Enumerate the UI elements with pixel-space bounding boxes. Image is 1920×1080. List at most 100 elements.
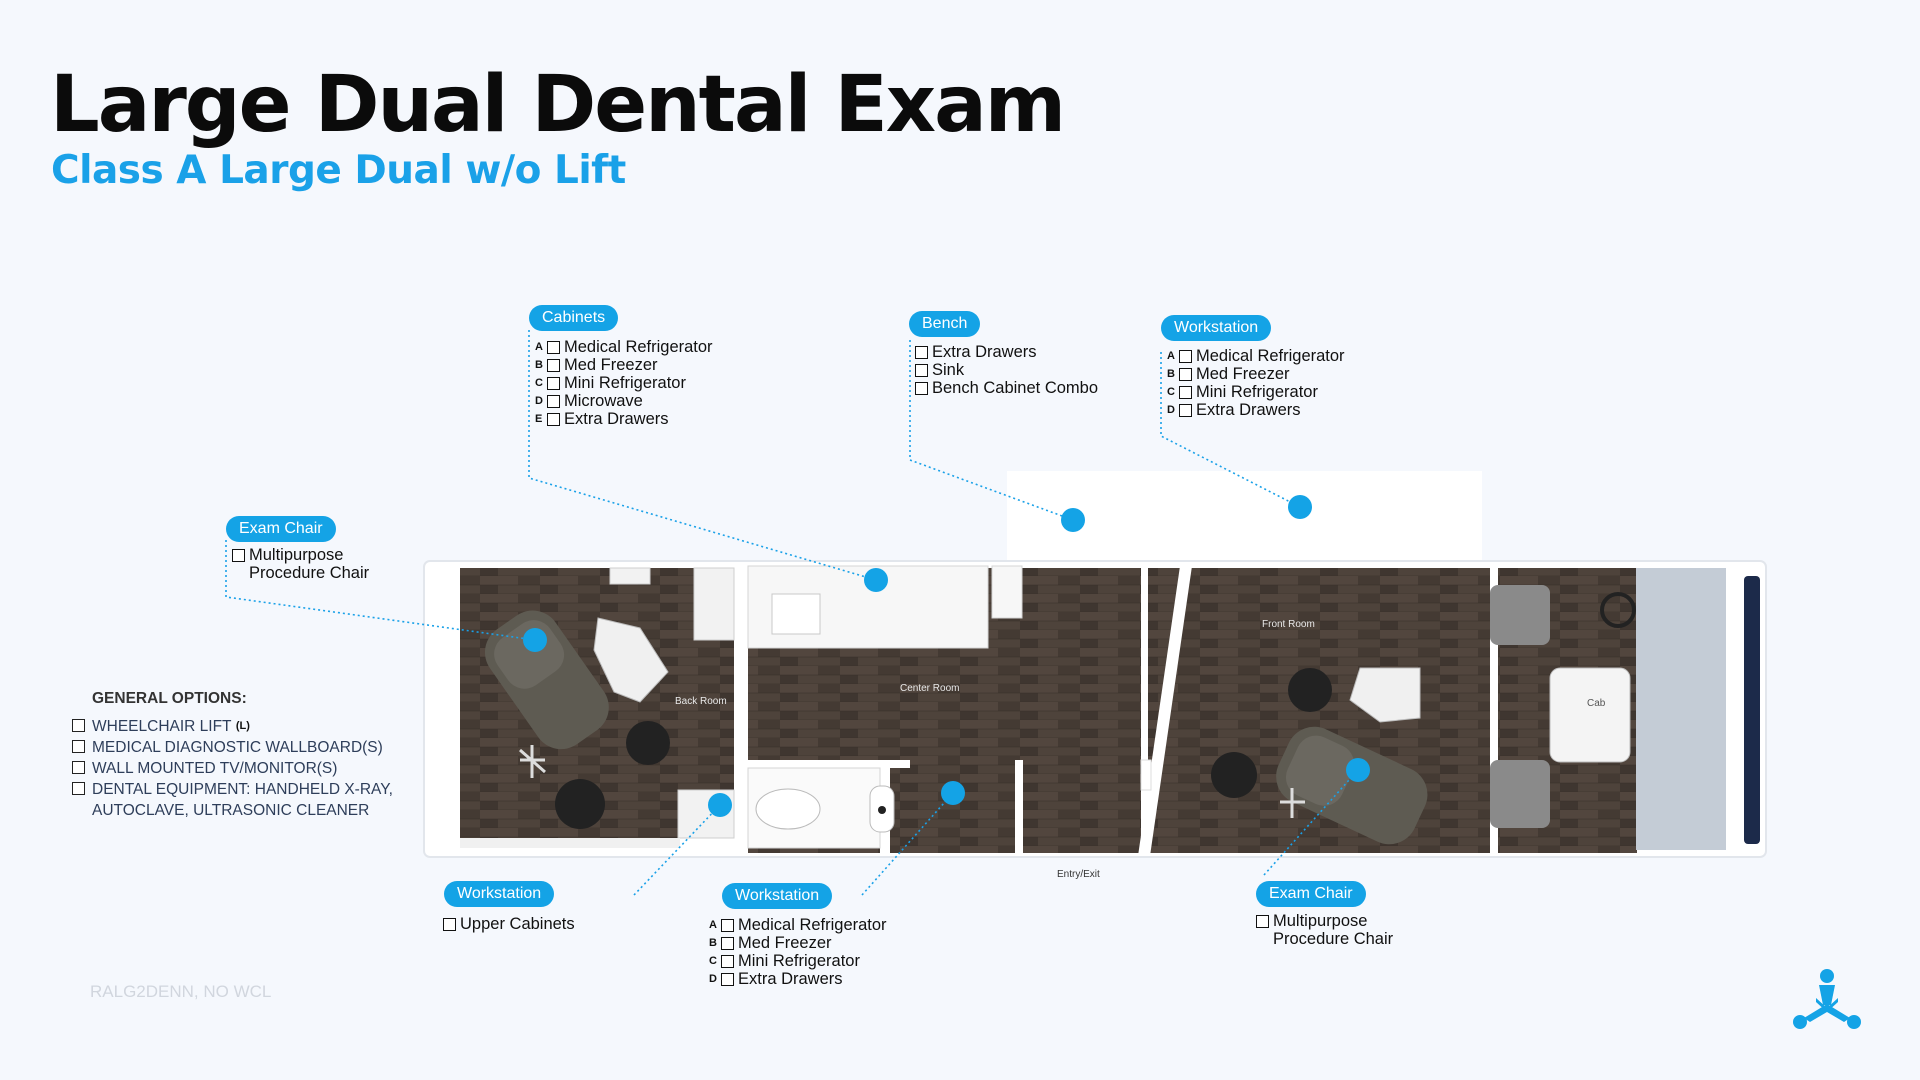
toilet <box>755 788 821 830</box>
general-options: GENERAL OPTIONS: WHEELCHAIR LIFT (L) MED… <box>72 690 393 821</box>
option-row[interactable]: Multipurpose <box>1256 912 1393 930</box>
wall <box>745 760 910 768</box>
general-option-row[interactable]: MEDICAL DIAGNOSTIC WALLBOARD(S) <box>72 737 393 758</box>
general-option-text: MEDICAL DIAGNOSTIC WALLBOARD(S) <box>92 739 383 756</box>
checkbox-icon[interactable] <box>915 363 928 377</box>
callout-label-workstation-top[interactable]: Workstation <box>1161 315 1272 341</box>
general-option-row[interactable]: WHEELCHAIR LIFT (L) <box>72 716 393 737</box>
connector-workstation-left <box>633 804 721 896</box>
option-row[interactable]: C Mini Refrigerator <box>535 374 713 392</box>
slideout-box <box>1007 471 1482 563</box>
wall <box>1015 760 1023 855</box>
general-option-text-continued: AUTOCLAVE, ULTRASONIC CLEANER <box>92 802 370 819</box>
callout-label-workstation-left[interactable]: Workstation <box>444 881 555 907</box>
exam-chair-left-options: Multipurpose Procedure Chair <box>232 546 369 582</box>
option-letter: C <box>535 377 543 389</box>
option-letter: A <box>1167 350 1175 362</box>
option-text: Multipurpose <box>1273 912 1368 930</box>
checkbox-icon[interactable] <box>72 761 85 774</box>
counter <box>693 567 735 641</box>
checkbox-icon[interactable] <box>547 358 560 372</box>
checkbox-icon[interactable] <box>915 381 928 395</box>
option-text: Multipurpose <box>249 546 344 564</box>
checkbox-icon[interactable] <box>443 917 456 931</box>
option-row[interactable]: Sink <box>915 361 1098 379</box>
option-row[interactable]: Upper Cabinets <box>443 915 575 933</box>
checkbox-icon[interactable] <box>1179 403 1192 417</box>
checkbox-icon[interactable] <box>72 719 85 732</box>
option-row[interactable]: Extra Drawers <box>915 343 1098 361</box>
option-letter: B <box>1167 368 1175 380</box>
checkbox-icon[interactable] <box>721 918 734 932</box>
checkbox-icon[interactable] <box>547 412 560 426</box>
exam-chair-right-graphic <box>1276 726 1428 845</box>
option-text-continued: Procedure Chair <box>1273 930 1394 948</box>
checkbox-icon[interactable] <box>1179 385 1192 399</box>
page-subtitle: Class A Large Dual w/o Lift <box>51 148 626 193</box>
option-row[interactable]: C Mini Refrigerator <box>1167 383 1345 401</box>
checkbox-icon[interactable] <box>547 340 560 354</box>
room-label-cab: Cab <box>1587 698 1606 709</box>
general-options-heading: GENERAL OPTIONS: <box>92 690 247 707</box>
general-option-row[interactable]: WALL MOUNTED TV/MONITOR(S) <box>72 758 393 779</box>
cab-seat <box>1490 760 1550 828</box>
general-option-text: DENTAL EQUIPMENT: HANDHELD X-RAY, <box>92 781 393 798</box>
option-text: Mini Refrigerator <box>1196 383 1318 401</box>
option-text: Extra Drawers <box>738 970 843 988</box>
steering-wheel <box>1600 592 1636 628</box>
checkbox-icon[interactable] <box>72 782 85 795</box>
option-letter: C <box>709 955 717 967</box>
callout-label-workstation-mid[interactable]: Workstation <box>722 883 833 909</box>
checkbox-icon[interactable] <box>721 954 734 968</box>
room-label-front: Front Room <box>1262 619 1315 630</box>
callout-label-exam-chair-left[interactable]: Exam Chair <box>226 516 336 542</box>
option-text: Medical Refrigerator <box>1196 347 1345 365</box>
option-letter: A <box>709 919 717 931</box>
option-row[interactable]: A Medical Refrigerator <box>535 338 713 356</box>
callout-label-cabinets[interactable]: Cabinets <box>529 305 619 331</box>
room-label-back: Back Room <box>675 696 727 707</box>
checkbox-icon[interactable] <box>72 740 85 753</box>
chair-base <box>1280 788 1305 818</box>
option-text: Mini Refrigerator <box>564 374 686 392</box>
checkbox-icon[interactable] <box>1179 367 1192 381</box>
checkbox-icon[interactable] <box>232 548 245 562</box>
callout-dot-icon <box>708 793 732 817</box>
model-code: RALG2DENN, NO WCL <box>90 982 272 1001</box>
option-letter: C <box>1167 386 1175 398</box>
exam-chair-right-options: Multipurpose Procedure Chair <box>1256 912 1393 948</box>
stool <box>1211 752 1257 798</box>
option-text: Medical Refrigerator <box>564 338 713 356</box>
general-option-row[interactable]: DENTAL EQUIPMENT: HANDHELD X-RAY, <box>72 779 393 800</box>
option-row[interactable]: A Medical Refrigerator <box>1167 347 1345 365</box>
connector-bench <box>909 340 1074 521</box>
option-row[interactable]: C Mini Refrigerator <box>709 952 887 970</box>
checkbox-icon[interactable] <box>915 345 928 359</box>
counter <box>460 838 680 848</box>
checkbox-icon[interactable] <box>721 972 734 986</box>
windshield <box>1744 576 1760 844</box>
checkbox-icon[interactable] <box>547 394 560 408</box>
option-row[interactable]: Bench Cabinet Combo <box>915 379 1098 397</box>
callout-label-exam-chair-right[interactable]: Exam Chair <box>1256 881 1366 907</box>
checkbox-icon[interactable] <box>547 376 560 390</box>
sink <box>771 593 821 635</box>
option-text: Bench Cabinet Combo <box>932 379 1099 397</box>
option-row[interactable]: Multipurpose <box>232 546 369 564</box>
option-row[interactable]: D Extra Drawers <box>709 970 887 988</box>
checkbox-icon[interactable] <box>721 936 734 950</box>
callout-label-bench[interactable]: Bench <box>909 311 981 337</box>
checkbox-icon[interactable] <box>1256 914 1269 928</box>
option-letter: A <box>535 341 543 353</box>
option-letter: D <box>709 973 717 985</box>
workstation-left-options: Upper Cabinets <box>443 915 575 933</box>
checkbox-icon[interactable] <box>1179 349 1192 363</box>
option-text: Mini Refrigerator <box>738 952 860 970</box>
